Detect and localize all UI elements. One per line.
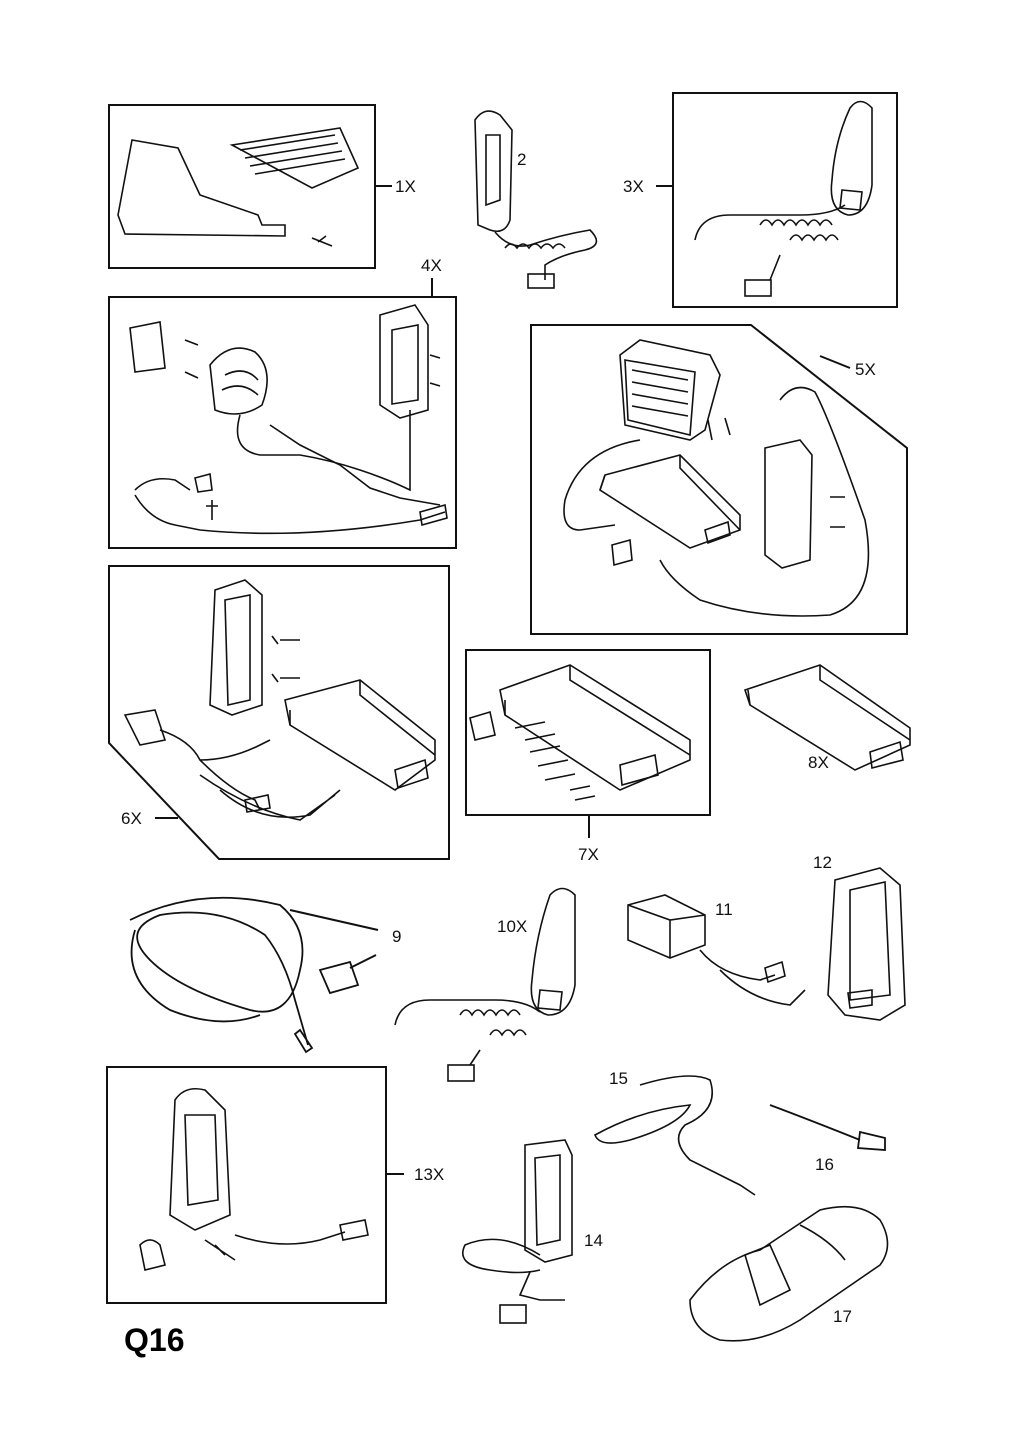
phone-holder-icon-10 bbox=[394, 887, 576, 1082]
antenna-icon bbox=[769, 1104, 886, 1151]
group-box-5 bbox=[530, 324, 908, 635]
group-box-7 bbox=[465, 649, 711, 816]
group-box-3 bbox=[672, 92, 898, 308]
phone-holder-icon-12 bbox=[827, 867, 906, 1021]
microphone-icon-15 bbox=[594, 1075, 756, 1196]
callout-11: 11 bbox=[715, 900, 733, 919]
callout-17: 17 bbox=[833, 1307, 852, 1326]
callout-14: 14 bbox=[584, 1231, 603, 1250]
callout-2: 2 bbox=[517, 150, 527, 169]
control-unit-icon-7 bbox=[469, 664, 691, 801]
control-unit-icon-8 bbox=[743, 664, 911, 771]
phone-holder-icon-3 bbox=[694, 100, 873, 297]
callout-9: 9 bbox=[392, 927, 402, 946]
junction-box-icon bbox=[627, 894, 806, 1006]
callout-1: 1X bbox=[395, 177, 416, 196]
callout-12: 12 bbox=[813, 853, 832, 872]
callout-4: 4X bbox=[421, 256, 442, 275]
microphone-icon-13 bbox=[139, 1087, 369, 1271]
callout-7: 7X bbox=[578, 845, 599, 864]
group-box-4 bbox=[108, 296, 457, 549]
callout-5: 5X bbox=[855, 360, 876, 379]
control-unit-icon-6 bbox=[123, 579, 436, 821]
speaker-icon-4 bbox=[129, 304, 448, 535]
cover-icon bbox=[689, 1205, 889, 1342]
callout-10: 10X bbox=[497, 917, 528, 936]
callout-8: 8X bbox=[808, 753, 829, 772]
callout-6: 6X bbox=[121, 809, 142, 828]
page-code: Q16 bbox=[124, 1322, 185, 1358]
group-box-13 bbox=[106, 1066, 387, 1304]
phone-holder-icon-14 bbox=[462, 1139, 573, 1324]
phone-holder-icon bbox=[474, 110, 598, 289]
callout-16: 16 bbox=[815, 1155, 834, 1174]
callout-13: 13X bbox=[414, 1165, 445, 1184]
trim-panel-icon bbox=[117, 127, 360, 247]
antenna-cable-icon bbox=[129, 896, 360, 1054]
callout-3: 3X bbox=[623, 177, 644, 196]
callout-15: 15 bbox=[609, 1069, 628, 1088]
control-unit-icon-5 bbox=[563, 339, 870, 617]
group-box-6 bbox=[108, 565, 450, 860]
